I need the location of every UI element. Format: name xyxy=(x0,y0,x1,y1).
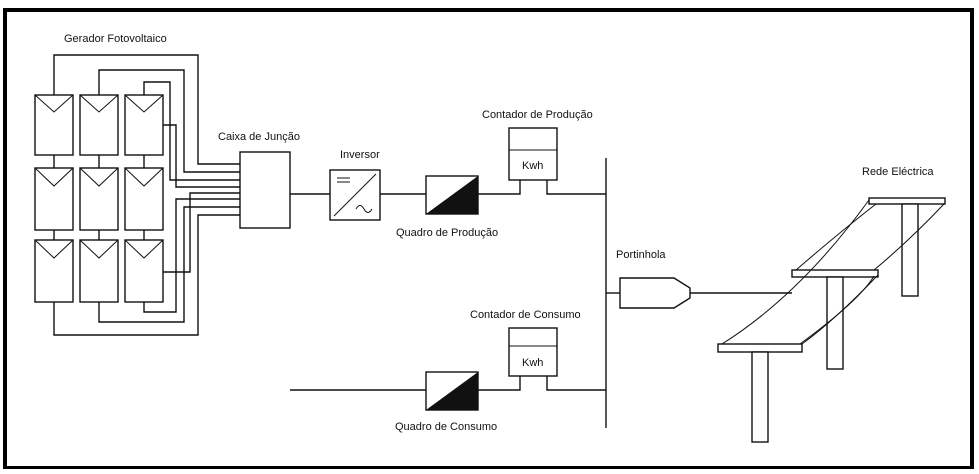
consumption-meter-label: Contador de Consumo xyxy=(470,309,581,321)
production-panel-label: Quadro de Produção xyxy=(396,227,498,239)
inverter-label: Inversor xyxy=(340,149,380,161)
pv-panel xyxy=(124,167,164,231)
consumption-panel-label: Quadro de Consumo xyxy=(395,421,497,433)
production-meter-label: Contador de Produção xyxy=(482,109,593,121)
pv-panel xyxy=(124,239,164,303)
consumption-meter: Kwh xyxy=(508,327,558,377)
pv-panel xyxy=(34,94,74,156)
production-meter-unit: Kwh xyxy=(522,160,543,172)
gate-box xyxy=(619,277,691,309)
consumption-meter-unit: Kwh xyxy=(522,357,543,369)
diagram-border xyxy=(3,8,974,470)
production-panel xyxy=(425,175,479,215)
grid-label: Rede Eléctrica xyxy=(862,166,934,178)
pv-panel xyxy=(79,94,119,156)
grid-poles xyxy=(717,197,946,443)
string-wiring xyxy=(53,54,240,336)
pv-panel xyxy=(34,167,74,231)
production-meter: Kwh xyxy=(508,127,558,181)
pv-generator xyxy=(34,94,164,303)
pv-panel xyxy=(34,239,74,303)
pv-panel xyxy=(79,239,119,303)
junction-box xyxy=(239,151,291,229)
gate-label: Portinhola xyxy=(616,249,666,261)
pv-panel xyxy=(79,167,119,231)
inverter xyxy=(329,169,381,221)
consumption-panel xyxy=(425,371,479,411)
junction-box-label: Caixa de Junção xyxy=(218,131,300,143)
pv-generator-label: Gerador Fotovoltaico xyxy=(64,33,167,45)
pv-panel xyxy=(124,94,164,156)
